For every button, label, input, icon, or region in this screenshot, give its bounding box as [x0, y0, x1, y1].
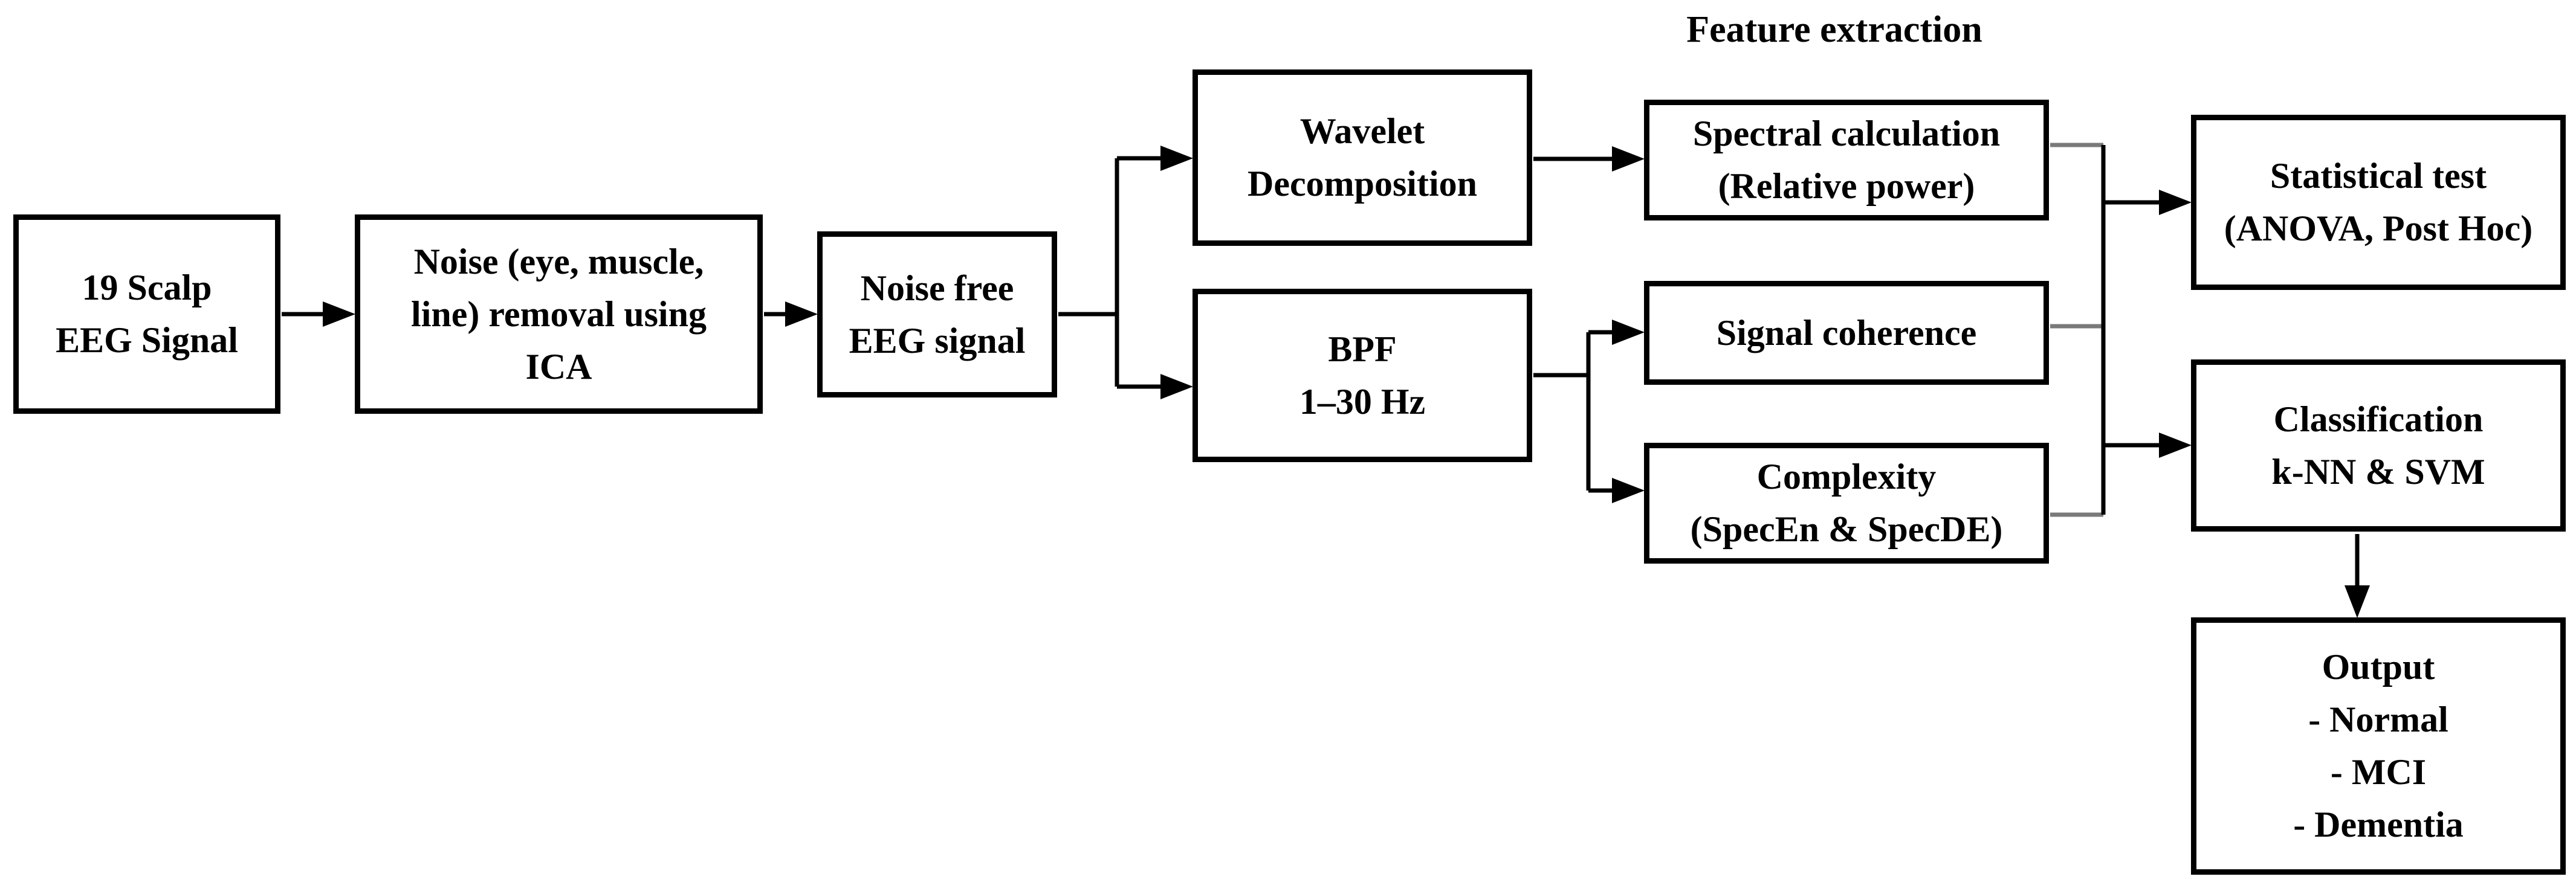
box-signal-coherence-label: Signal coherence: [1716, 312, 1977, 353]
branch-noise-free-to-wavelet-and-bpf: [1058, 146, 1193, 399]
arrow-noise-removal-to-noise-free: [764, 301, 818, 327]
box-noise-removal-ica-label: Noise (eye, muscle, line) removal using …: [411, 241, 707, 387]
box-wavelet-decomposition: Wavelet Decomposition: [1193, 69, 1532, 246]
box-noise-free-eeg-signal: Noise free EEG signal: [817, 231, 1057, 397]
arrow-classification-to-output: [2345, 534, 2370, 618]
arrow-wavelet-to-spectral: [1533, 146, 1645, 172]
box-19-scalp-eeg-signal: 19 Scalp EEG Signal: [13, 214, 280, 414]
box-bpf-1-30hz: BPF 1–30 Hz: [1193, 289, 1532, 462]
box-bpf-1-30hz-label: BPF 1–30 Hz: [1299, 329, 1426, 422]
box-output-classes-label: Output - Normal - MCI - Dementia: [2293, 647, 2464, 845]
box-complexity-specen-specde: Complexity (SpecEn & SpecDE): [1644, 443, 2049, 564]
box-statistical-test: Statistical test (ANOVA, Post Hoc): [2191, 115, 2566, 290]
box-output-classes: Output - Normal - MCI - Dementia: [2191, 617, 2566, 875]
box-noise-free-eeg-signal-label: Noise free EEG signal: [849, 268, 1026, 361]
collector-features-to-statistical-and-classification: [2050, 143, 2192, 517]
box-classification-knn-svm: Classification k-NN & SVM: [2191, 359, 2566, 532]
feature-extraction-section-label: Feature extraction: [1686, 9, 1982, 50]
branch-bpf-to-coherence-and-complexity: [1533, 320, 1645, 503]
box-complexity-specen-specde-label: Complexity (SpecEn & SpecDE): [1690, 457, 2003, 549]
arrow-scalp-to-noise-removal: [282, 301, 355, 327]
box-statistical-test-label: Statistical test (ANOVA, Post Hoc): [2224, 156, 2533, 248]
box-classification-knn-svm-label: Classification k-NN & SVM: [2271, 399, 2485, 492]
box-spectral-calculation: Spectral calculation (Relative power): [1644, 100, 2049, 220]
box-19-scalp-eeg-signal-label: 19 Scalp EEG Signal: [56, 268, 238, 360]
box-signal-coherence: Signal coherence: [1644, 281, 2049, 385]
box-wavelet-decomposition-label: Wavelet Decomposition: [1248, 111, 1477, 204]
box-spectral-calculation-label: Spectral calculation (Relative power): [1692, 114, 2001, 206]
box-noise-removal-ica: Noise (eye, muscle, line) removal using …: [355, 214, 763, 414]
